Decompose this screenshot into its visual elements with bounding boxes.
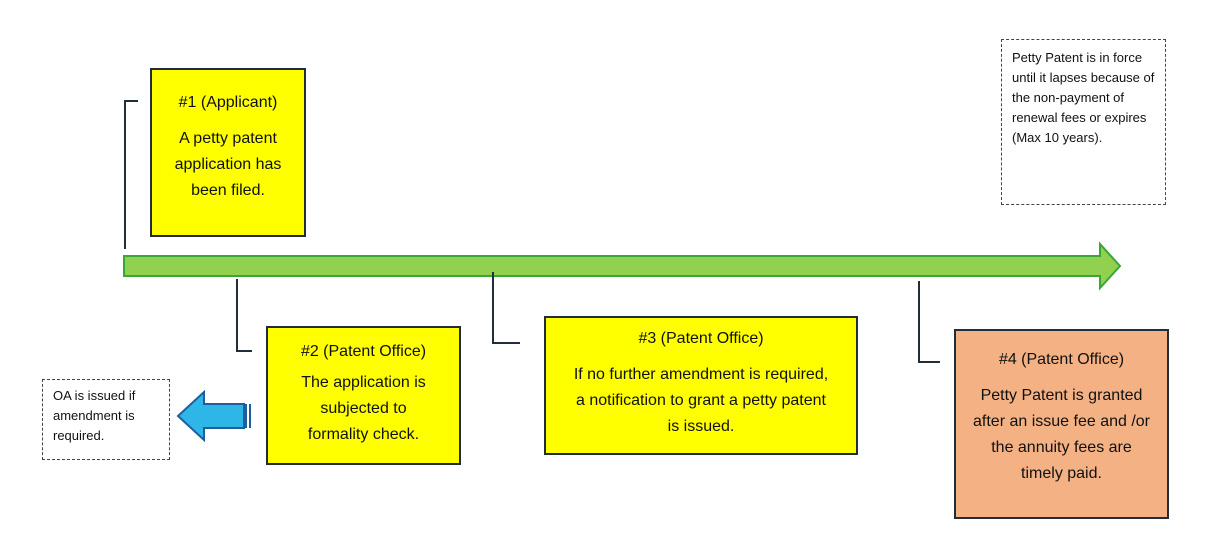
step-2-text: The application is subjected to formalit… [268,370,459,448]
step-1-title: #1 (Applicant) [152,90,304,116]
step-1-box: #1 (Applicant) A petty patent applicatio… [150,68,306,237]
connector-step-2 [237,279,252,351]
step-3-box: #3 (Patent Office) If no further amendme… [544,316,858,455]
step-3-title: #3 (Patent Office) [546,326,856,352]
connector-step-3 [493,272,520,343]
timeline-arrow-icon [124,244,1120,288]
step-3-text: If no further amendment is required, a n… [546,362,856,440]
connector-step-1 [125,101,138,249]
step-2-title: #2 (Patent Office) [268,339,459,365]
oa-left-arrow-icon [178,392,251,440]
step-2-box: #2 (Patent Office) The application is su… [266,326,461,465]
step-4-box: #4 (Patent Office) Petty Patent is grant… [954,329,1169,519]
oa-note: OA is issued if amendment is required. [42,379,170,460]
step-4-text: Petty Patent is granted after an issue f… [956,383,1167,487]
step-4-title: #4 (Patent Office) [956,347,1167,373]
step-1-text: A petty patent application has been file… [152,126,304,204]
in-force-note: Petty Patent is in force until it lapses… [1001,39,1166,205]
connector-step-4 [919,281,940,362]
